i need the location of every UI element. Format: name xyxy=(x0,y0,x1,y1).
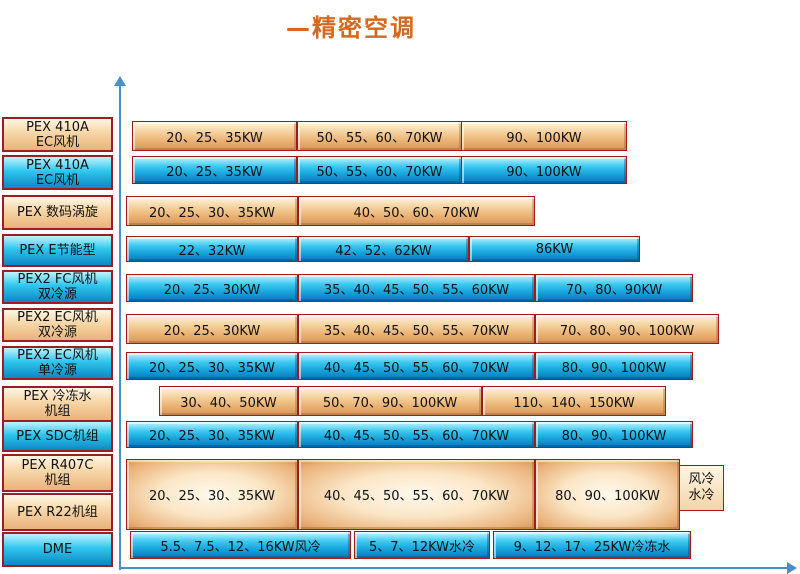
capacity-range-bar: 80、90、100KW xyxy=(535,421,693,448)
series-label-line: PEX 410A xyxy=(26,157,89,173)
series-label-line: 双冷源 xyxy=(37,325,77,340)
capacity-range-bar: 80、90、100KW xyxy=(535,459,680,530)
capacity-range-bar: 110、140、150KW xyxy=(482,386,666,416)
capacity-range-bar: 20、25、30、35KW xyxy=(126,421,298,448)
series-label: PEX E节能型 xyxy=(2,234,113,267)
series-label: PEX 数码涡旋 xyxy=(2,195,113,230)
capacity-range-bar: 50、55、60、70KW xyxy=(297,156,462,184)
series-label: PEX2 EC风机双冷源 xyxy=(2,308,113,342)
series-label: PEX2 FC风机双冷源 xyxy=(2,270,113,304)
capacity-range-bar: 90、100KW xyxy=(461,121,627,151)
capacity-range-bar: 40、45、50、55、60、70KW xyxy=(298,421,535,448)
capacity-range-bar: 40、45、50、55、60、70KW xyxy=(298,459,535,530)
series-label-line: PEX R407C xyxy=(21,458,94,473)
series-label-line: PEX2 EC风机 xyxy=(17,310,98,325)
series-label-line: 单冷源 xyxy=(37,363,77,378)
series-label: DME xyxy=(2,532,113,567)
capacity-range-bar: 20、25、35KW xyxy=(132,156,297,184)
x-axis xyxy=(119,562,797,574)
series-label: PEX SDC机组 xyxy=(2,420,113,452)
capacity-range-bar: 5.5、7.5、12、16KW风冷 xyxy=(130,531,351,559)
series-label-line: 双冷源 xyxy=(37,287,77,302)
series-label-line: PEX SDC机组 xyxy=(16,428,99,444)
capacity-range-bar: 42、52、62KW xyxy=(298,236,469,262)
cooling-type-note-line: 水冷 xyxy=(688,488,715,503)
series-label-line: DME xyxy=(42,542,73,557)
capacity-range-bar: 35、40、45、50、55、60KW xyxy=(298,274,535,302)
series-label-line: PEX E节能型 xyxy=(19,243,96,258)
page-title: —精密空调 xyxy=(286,14,416,42)
capacity-range-bar: 20、25、30、35KW xyxy=(126,459,298,530)
series-label: PEX R22机组 xyxy=(2,493,113,531)
series-label-line: EC风机 xyxy=(35,134,80,150)
capacity-range-bar: 20、25、30KW xyxy=(126,314,298,344)
capacity-range-bar: 70、80、90、100KW xyxy=(535,314,719,344)
capacity-range-bar: 70、80、90KW xyxy=(535,274,693,302)
y-axis xyxy=(114,76,126,570)
series-label-line: 机组 xyxy=(44,404,71,419)
capacity-range-bar: 30、40、50KW xyxy=(159,386,298,416)
series-label-line: PEX 冷冻水 xyxy=(23,389,92,404)
series-label-line: PEX 数码涡旋 xyxy=(16,205,99,220)
series-label-line: 机组 xyxy=(44,473,71,488)
capacity-range-bar: 5、7、12KW水冷 xyxy=(354,531,490,559)
capacity-range-bar: 86KW xyxy=(469,236,640,262)
capacity-range-bar: 20、25、30、35KW xyxy=(126,352,298,380)
series-label-line: PEX2 FC风机 xyxy=(17,272,98,287)
cooling-type-note: 风冷水冷 xyxy=(679,465,724,511)
series-label-line: PEX R22机组 xyxy=(17,504,98,520)
capacity-range-bar: 22、32KW xyxy=(126,236,298,262)
capacity-range-bar: 80、90、100KW xyxy=(535,352,693,380)
series-label: PEX2 EC风机单冷源 xyxy=(2,346,113,380)
capacity-range-bar: 50、70、90、100KW xyxy=(298,386,482,416)
capacity-range-bar: 40、50、60、70KW xyxy=(298,196,535,226)
capacity-range-bar: 9、12、17、25KW冷冻水 xyxy=(493,531,691,559)
capacity-range-bar: 20、25、30、35KW xyxy=(126,196,298,226)
capacity-range-bar: 35、40、45、50、55、70KW xyxy=(298,314,535,344)
series-label-line: PEX2 EC风机 xyxy=(17,348,98,363)
cooling-type-note-line: 风冷 xyxy=(688,472,715,487)
series-label-line: PEX 410A xyxy=(26,119,89,135)
capacity-range-bar: 50、55、60、70KW xyxy=(297,121,462,151)
capacity-range-bar: 20、25、30KW xyxy=(126,274,298,302)
capacity-range-bar: 90、100KW xyxy=(461,156,627,184)
capacity-range-bar: 20、25、35KW xyxy=(132,121,297,151)
y-axis-arrow xyxy=(114,76,126,86)
capacity-range-bar: 40、45、50、55、60、70KW xyxy=(298,352,535,380)
x-axis-arrow xyxy=(787,562,797,574)
series-label-line: EC风机 xyxy=(35,172,80,188)
series-label: PEX 冷冻水机组 xyxy=(2,386,113,422)
